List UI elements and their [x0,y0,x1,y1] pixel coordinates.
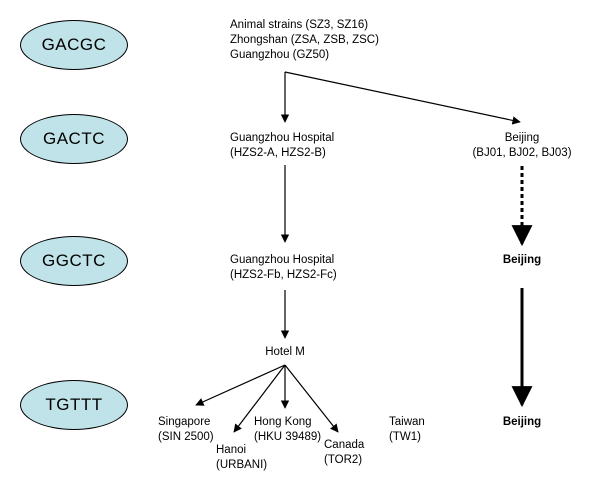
hospital-a-line-1: Guangzhou Hospital [230,132,335,144]
arrow-hotel-to-singapore [195,364,286,406]
arrow-hotel-to-hanoi [233,364,286,433]
hongkong-line-1: Hong Kong [254,416,312,428]
origin-line-3: Guangzhou (GZ50) [230,49,330,61]
genotype-gactc: GACTC [20,114,128,164]
arrow-origin-to-beijing [284,71,521,125]
genotype-tgttt: TGTTT [20,380,128,430]
beijing-2-label: Beijing [502,254,542,266]
hospital-a-label: Guangzhou Hospital (HZS2-A, HZS2-B) [230,131,334,161]
origin-line-2: Zhongshan (ZSA, ZSB, ZSC) [230,34,379,46]
canada-label: Canada (TOR2) [324,438,364,468]
beijing-3-label: Beijing [502,416,542,428]
singapore-line-1: Singapore [158,416,211,428]
taiwan-line-2: (TW1) [389,431,421,443]
beijing-1-line-1: Beijing [504,132,540,144]
hospital-b-line-2: (HZS2-Fb, HZS2-Fc) [230,269,337,281]
hospital-b-label: Guangzhou Hospital (HZS2-Fb, HZS2-Fc) [230,253,337,283]
hanoi-line-2: (URBANI) [216,459,268,471]
hongkong-label: Hong Kong (HKU 39489) [254,415,321,445]
genotype-gacgc: GACGC [20,20,128,70]
genotype-ggctc: GGCTC [20,236,128,286]
singapore-line-2: (SIN 2500) [158,431,214,443]
taiwan-line-1: Taiwan [389,416,425,428]
arrow-hotel-to-canada [284,364,339,433]
origin-line-1: Animal strains (SZ3, SZ16) [230,19,369,31]
canada-line-2: (TOR2) [324,454,363,466]
beijing-1-line-2: (BJ01, BJ02, BJ03) [472,147,572,159]
hongkong-line-2: (HKU 39489) [254,431,322,443]
canada-line-1: Canada [324,439,365,451]
singapore-label: Singapore (SIN 2500) [158,415,214,445]
hotel-m-label: Hotel M [265,346,305,358]
hanoi-line-1: Hanoi [216,444,247,456]
beijing-1-label: Beijing (BJ01, BJ02, BJ03) [470,131,574,161]
hanoi-label: Hanoi (URBANI) [216,443,267,473]
origin-label: Animal strains (SZ3, SZ16) Zhongshan (ZS… [230,18,379,63]
hospital-a-line-2: (HZS2-A, HZS2-B) [230,147,326,159]
hospital-b-line-1: Guangzhou Hospital [230,254,335,266]
taiwan-label: Taiwan (TW1) [389,415,425,445]
